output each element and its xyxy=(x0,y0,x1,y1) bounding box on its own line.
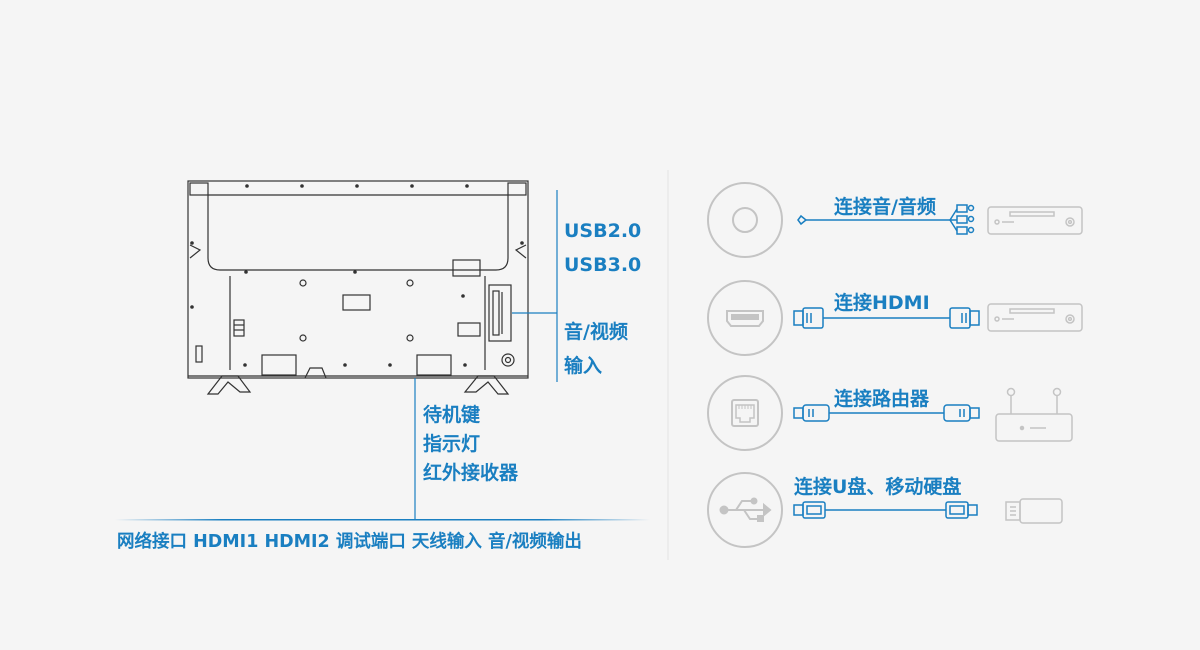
usb3-label: USB3.0 xyxy=(564,254,642,276)
set-top-box-icon xyxy=(987,303,1083,332)
usb-cable-icon xyxy=(793,501,978,519)
av-input-label-line1: 音/视频 xyxy=(564,321,628,343)
av-input-label-line2: 输入 xyxy=(564,355,603,377)
bottom-ports-label: 网络接口 HDMI1 HDMI2 调试端口 天线输入 音/视频输出 xyxy=(117,532,582,552)
connection-row-hdmi xyxy=(707,280,1083,356)
standby-key-label: 待机键 xyxy=(423,404,481,426)
ethernet-port-icon xyxy=(707,375,783,451)
av-cable-icon xyxy=(797,204,975,235)
hdmi-port-icon xyxy=(707,280,783,356)
connection-label-router: 连接路由器 xyxy=(834,388,930,410)
connection-row-usb xyxy=(707,472,1063,548)
connection-label-hdmi: 连接HDMI xyxy=(834,292,930,314)
router-icon xyxy=(995,387,1073,442)
indicator-light-label: 指示灯 xyxy=(423,433,481,455)
hdmi-cable-icon xyxy=(793,307,980,329)
connection-label-av: 连接音/音频 xyxy=(834,196,936,218)
connection-label-usb: 连接U盘、移动硬盘 xyxy=(794,476,962,498)
disc-icon xyxy=(707,182,783,258)
dvd-player-icon xyxy=(987,206,1083,235)
ethernet-cable-icon xyxy=(793,404,980,422)
ir-receiver-label: 红外接收器 xyxy=(423,462,519,484)
usb2-label: USB2.0 xyxy=(564,220,642,242)
usb-drive-icon xyxy=(1005,498,1063,524)
connection-row-av xyxy=(707,182,1083,258)
connection-row-router xyxy=(707,375,1073,451)
usb-icon xyxy=(707,472,783,548)
